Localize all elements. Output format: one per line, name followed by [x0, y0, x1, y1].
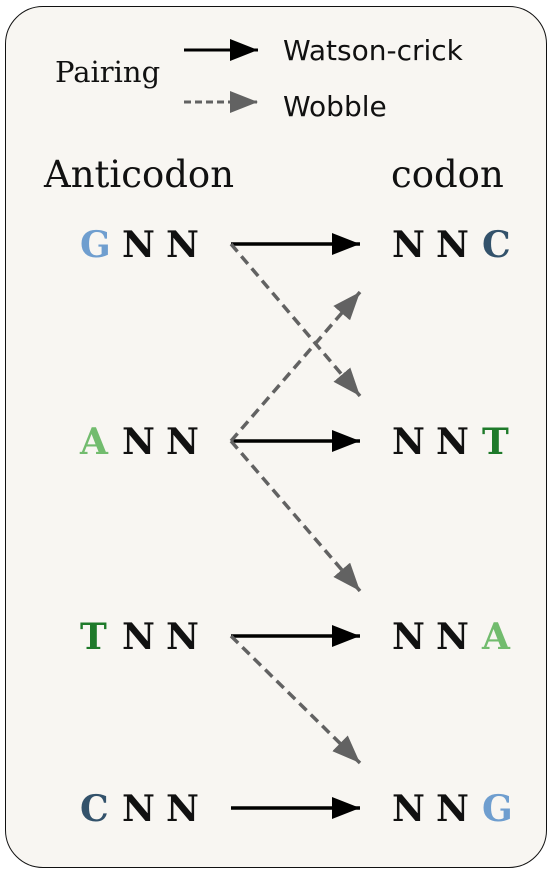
anticodon-base: N — [166, 616, 199, 658]
anticodon-header: Anticodon — [43, 153, 234, 196]
anticodon-base: N — [166, 788, 199, 830]
legend-watson-crick-label: Watson-crick — [283, 34, 464, 67]
anticodon-base: N — [122, 421, 155, 463]
anticodon-base: N — [166, 224, 199, 266]
anticodon-wobble-base: A — [79, 421, 109, 463]
legend-title: Pairing — [55, 55, 160, 89]
legend: Pairing Watson-crick Wobble — [55, 34, 464, 123]
anticodon-base: N — [122, 616, 155, 658]
legend-wobble-label: Wobble — [283, 90, 387, 123]
anticodon-base: N — [122, 224, 155, 266]
codon-wobble-base: T — [482, 421, 509, 463]
codon-base: N — [436, 788, 469, 830]
wobble-arrow-2 — [229, 439, 362, 593]
codon-base: N — [436, 224, 469, 266]
anticodon-wobble-base: C — [80, 788, 109, 830]
codon-wobble-base: C — [482, 224, 511, 266]
codon-base: N — [392, 224, 425, 266]
codon-base: N — [392, 616, 425, 658]
diagram-panel — [5, 6, 547, 868]
wobble-arrow-3 — [229, 634, 362, 765]
codon-base: N — [392, 421, 425, 463]
codon-base: N — [436, 421, 469, 463]
codon-base: N — [436, 616, 469, 658]
anticodon-wobble-base: G — [80, 224, 111, 266]
pairing-arrows — [229, 233, 362, 819]
anticodon-base: N — [122, 788, 155, 830]
codon-wobble-base: G — [482, 788, 513, 830]
anticodon-wobble-base: T — [80, 616, 107, 658]
codon-header: codon — [391, 153, 504, 196]
codon-base: N — [392, 788, 425, 830]
wobble-arrow-0 — [229, 242, 362, 398]
codon-wobble-base: A — [481, 616, 511, 658]
anticodon-base: N — [166, 421, 199, 463]
wobble-arrow-1 — [229, 290, 362, 443]
